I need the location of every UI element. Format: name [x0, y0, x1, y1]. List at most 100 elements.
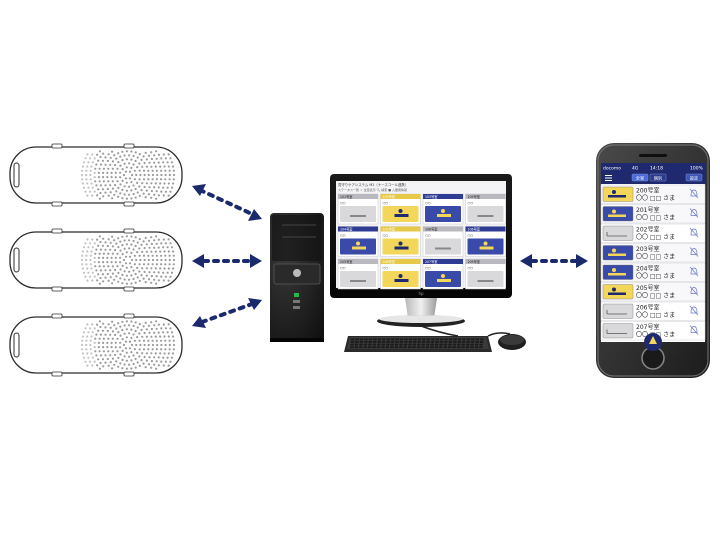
phone-row-name: 〇〇 □□ さま	[636, 215, 675, 222]
monitor-tile-name: ○○	[383, 266, 389, 270]
monitor-tile-room: 103号室	[425, 194, 437, 199]
bed-icon	[394, 279, 409, 282]
phone-row-status	[602, 186, 634, 202]
phone-tab-bar: 全室 個別 設定	[631, 173, 703, 182]
monitor-tile-room: 106号室	[425, 227, 437, 232]
sensor-dot-array	[80, 320, 176, 370]
bed-icon	[437, 279, 451, 282]
monitor-tile-room: 109号室	[468, 194, 480, 199]
monitor-tile-room: 105号室	[383, 194, 395, 199]
monitor-room-tile[interactable]: 207号室○○	[422, 258, 464, 290]
arrow-head-right-icon	[248, 209, 262, 221]
monitor-room-tile[interactable]: 109号室 ○○	[465, 193, 506, 225]
phone-tab[interactable]: 個別	[649, 173, 667, 181]
menu-icon[interactable]	[605, 175, 612, 181]
monitor-header-toolbar: ステータス一覧 ☆ 全室表示 🔍 検索 ■ 入居者情報	[338, 187, 407, 192]
phone-row-status	[602, 284, 634, 300]
monitor-tile-status	[425, 238, 461, 255]
monitor-tile-name: ○○	[340, 201, 346, 205]
monitor-tile-room: 105号室	[383, 227, 395, 232]
person-icon	[398, 209, 403, 213]
phone-row-room: 202号室	[636, 226, 659, 234]
phone-tab-label: 全室	[636, 174, 644, 180]
monitor-tile-grid: 101号室○○105号室○○103号室○○109号室○○104号室○○105号室…	[337, 193, 506, 290]
arrow-head-left-icon	[192, 254, 204, 268]
phone-tab-label: 個別	[654, 174, 662, 181]
monitor-room-tile[interactable]: 205号室○○	[337, 258, 379, 290]
smartphone: docomo 4G 14:18 100% 全室個別設定 200号室〇〇 □□ さ…	[596, 143, 710, 378]
monitor-room-tile[interactable]: 206号室○○	[380, 258, 421, 290]
person-icon	[356, 241, 360, 246]
empty-bed-icon	[350, 280, 366, 282]
monitor-tile-name: ○○	[340, 266, 346, 270]
monitor-room-tile[interactable]: 103号室 ○○	[422, 193, 464, 225]
svg-text:hp: hp	[418, 291, 424, 296]
person-icon	[441, 274, 445, 278]
bell-off-icon[interactable]	[690, 267, 698, 275]
phone-time: 14:18	[650, 166, 663, 172]
phone-tab-label: 設定	[690, 174, 698, 181]
empty-bed-icon	[350, 215, 366, 217]
keyboard	[344, 336, 492, 352]
monitor-tile-name: ○○	[468, 201, 474, 205]
monitor-tile-name: ○○	[425, 201, 431, 205]
phone-row-status	[602, 225, 634, 241]
bed-icon	[608, 253, 626, 256]
phone-row-status	[602, 264, 634, 280]
sensor-dot-array	[80, 235, 176, 285]
monitor-tile-name: ○○	[383, 234, 389, 238]
arrow-sensor2-pc	[192, 254, 262, 268]
arrow-head-left-icon	[192, 184, 206, 196]
bell-off-icon[interactable]	[690, 228, 698, 236]
phone-row-status	[602, 206, 634, 222]
monitor-room-tile[interactable]: 101号室○○	[337, 193, 379, 225]
bell-off-icon[interactable]	[690, 209, 698, 216]
phone-tab[interactable]: 全室	[631, 173, 649, 182]
phone-row-status	[602, 323, 634, 339]
bell-off-icon[interactable]	[690, 248, 698, 255]
monitor-tile-status	[340, 206, 376, 222]
arrow-head-left-icon	[192, 316, 206, 328]
monitor-room-tile[interactable]: 104号室○○	[337, 226, 379, 257]
sensor-dot-array	[80, 150, 176, 200]
person-icon	[612, 248, 616, 253]
phone-tab[interactable]: 設定	[685, 173, 703, 181]
arrow-head-right-icon	[576, 254, 588, 268]
phone-row-name: 〇〇 □□ さま	[636, 273, 675, 280]
monitor-room-tile[interactable]: 106号室○○	[465, 226, 506, 257]
phone-row-name: 〇〇 □□ さま	[636, 293, 675, 300]
bell-off-icon[interactable]	[690, 189, 698, 197]
bell-off-icon[interactable]	[690, 287, 698, 294]
person-icon	[612, 287, 616, 292]
phone-row-room: 201号室	[636, 206, 659, 214]
phone-row-name: 〇〇 □□ さま	[636, 195, 675, 202]
person-icon	[612, 209, 616, 214]
phone-row-room: 207号室	[636, 323, 659, 331]
bed-icon	[608, 195, 626, 198]
bed-icon	[608, 214, 626, 217]
monitor-room-tile[interactable]: 106号室 ○○	[422, 226, 464, 257]
monitor-room-tile[interactable]: 105号室○○	[380, 193, 421, 225]
monitor-room-tile[interactable]: 105号室 ○○	[380, 226, 421, 257]
arrow-sensor3-pc	[192, 298, 262, 328]
bell-off-icon[interactable]	[690, 326, 698, 333]
person-icon	[612, 268, 616, 272]
empty-bed-icon	[606, 329, 627, 334]
phone-carrier: docomo	[603, 166, 621, 172]
monitor-tile-room: 104号室	[340, 227, 352, 232]
monitor-tile-name: ○○	[425, 266, 431, 270]
phone-signal: 4G	[632, 166, 639, 172]
bed-icon	[479, 246, 494, 250]
bell-off-icon[interactable]	[690, 306, 698, 314]
person-icon	[483, 241, 488, 246]
monitor-tile-name: ○○	[425, 234, 431, 238]
monitor-room-tile[interactable]: 209号室○○	[465, 258, 506, 290]
